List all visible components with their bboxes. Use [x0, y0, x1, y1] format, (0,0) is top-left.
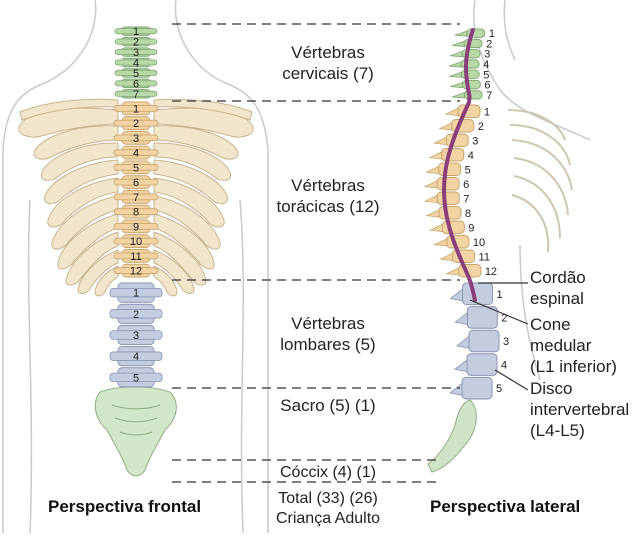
thoracic-number-frontal: 5 [133, 162, 139, 174]
thoracic-vertebra-frontal: 6 [114, 176, 158, 189]
thoracic-number-frontal: 9 [133, 221, 139, 233]
thoracic-number-frontal: 8 [133, 207, 139, 219]
thoracic-vertebra-lateral: 6 [425, 178, 469, 191]
lumbar-label-line2: lombares (5) [258, 334, 398, 355]
thoracic-number-lateral: 5 [465, 164, 471, 176]
thoracic-vertebra-frontal: 12 [114, 264, 158, 277]
lumbar-label: Vértebras lombares (5) [258, 313, 398, 355]
thoracic-number-lateral: 1 [484, 106, 490, 118]
thoracic-number-frontal: 10 [130, 236, 142, 248]
thoracic-vertebra-lateral: 5 [427, 163, 471, 176]
lumbar-vertebra-lateral: 2 [455, 307, 507, 329]
thoracic-number-lateral: 11 [479, 251, 490, 263]
cervical-label: Vértebras cervicais (7) [258, 42, 398, 84]
lateral-caption: Perspectiva lateral [430, 497, 580, 517]
thoracic-number-frontal: 6 [133, 177, 139, 189]
thoracic-number-frontal: 11 [130, 251, 141, 263]
thoracic-number-lateral: 4 [468, 150, 474, 162]
thoracic-vertebra-frontal: 5 [114, 161, 158, 174]
lumbar-vertebra-frontal: 5 [110, 368, 162, 387]
thoracic-vertebra-frontal: 7 [114, 191, 158, 204]
thoracic-vertebra-frontal: 9 [114, 220, 158, 233]
thoracic-vertebra-lateral: 8 [427, 207, 471, 220]
cervical-vertebra-frontal: 7 [115, 89, 157, 101]
conus-label: Cone medular (L1 inferior) [530, 314, 617, 377]
lumbar-number-lateral: 5 [496, 383, 502, 395]
disc-label: Disco intervertebral (L4-L5) [530, 378, 629, 441]
thoracic-number-lateral: 10 [473, 237, 485, 249]
frontal-caption: Perspectiva frontal [48, 497, 201, 517]
lumbar-number-lateral: 3 [503, 336, 509, 348]
thoracic-vertebra-frontal: 3 [114, 132, 158, 145]
thoracic-number-lateral: 7 [463, 193, 469, 205]
cervical-number-frontal: 7 [133, 89, 139, 101]
thoracic-number-frontal: 1 [133, 103, 139, 115]
thoracic-vertebra-lateral: 7 [425, 192, 469, 205]
lumbar-number-frontal: 3 [133, 330, 139, 342]
thoracic-vertebra-lateral: 12 [447, 265, 497, 278]
thoracic-vertebra-frontal: 4 [114, 146, 158, 159]
conus-label-line2: medular [530, 335, 617, 356]
thoracic-vertebra-lateral: 11 [441, 250, 490, 263]
cervical-label-line2: cervicais (7) [258, 63, 398, 84]
cervical-vertebra-lateral: 6 [450, 80, 490, 92]
disc-label-line1: Disco [530, 378, 629, 399]
thoracic-number-frontal: 3 [133, 133, 139, 145]
thoracic-vertebra-frontal: 10 [114, 235, 158, 248]
thoracic-number-lateral: 9 [468, 222, 474, 234]
lumbar-label-line1: Vértebras [258, 313, 398, 334]
lateral-ribs [508, 110, 572, 252]
spinal-cord-label-line2: espinal [530, 288, 586, 309]
disc-label-line3: (L4-L5) [530, 420, 629, 441]
thoracic-number-lateral: 8 [465, 208, 471, 220]
lumbar-vertebra-frontal: 2 [110, 304, 162, 323]
lumbar-number-lateral: 4 [501, 360, 507, 372]
thoracic-number-lateral: 2 [478, 121, 484, 133]
lumbar-vertebra-frontal: 3 [110, 325, 162, 344]
lateral-sacrum [428, 400, 476, 472]
lumbar-number-frontal: 1 [133, 288, 139, 300]
thoracic-vertebra-frontal: 2 [114, 117, 158, 130]
lumbar-vertebra-lateral: 1 [451, 283, 503, 305]
disc-label-line2: intervertebral [530, 399, 629, 420]
frontal-sacrum [95, 387, 176, 476]
coccyx-label: Cóccix (4) (1) [258, 462, 398, 483]
thoracic-label-line2: torácicas (12) [258, 196, 398, 217]
thoracic-vertebra-frontal: 11 [114, 250, 158, 263]
thoracic-number-frontal: 4 [133, 148, 139, 160]
thoracic-number-frontal: 12 [130, 266, 142, 278]
thoracic-label: Vértebras torácicas (12) [258, 175, 398, 217]
conus-label-line1: Cone [530, 314, 617, 335]
thoracic-label-line1: Vértebras [258, 175, 398, 196]
total-label-line1: Total (33) (26) [258, 489, 398, 509]
lumbar-vertebra-frontal: 1 [110, 283, 162, 302]
lumbar-vertebra-frontal: 4 [110, 347, 162, 366]
thoracic-vertebra-frontal: 1 [114, 102, 158, 115]
total-label: Total (33) (26) Criança Adulto [258, 489, 398, 529]
sacrum-label: Sacro (5) (1) [258, 395, 398, 416]
thoracic-number-lateral: 3 [472, 135, 478, 147]
lumbar-number-lateral: 1 [497, 289, 503, 301]
lumbar-number-frontal: 5 [133, 372, 139, 384]
thoracic-number-frontal: 2 [133, 118, 139, 130]
spinal-cord-label-line1: Cordão [530, 267, 586, 288]
conus-label-line3: (L1 inferior) [530, 356, 617, 377]
thoracic-number-lateral: 6 [463, 179, 469, 191]
lumbar-number-frontal: 4 [133, 351, 139, 363]
total-label-line2: Criança Adulto [258, 509, 398, 529]
thoracic-number-lateral: 12 [485, 266, 497, 278]
spinal-cord-label: Cordão espinal [530, 267, 586, 309]
cervical-label-line1: Vértebras [258, 42, 398, 63]
cervical-number-lateral: 7 [486, 90, 492, 102]
thoracic-vertebra-lateral: 10 [435, 236, 485, 249]
lumbar-number-frontal: 2 [133, 309, 139, 321]
thoracic-vertebra-frontal: 8 [114, 205, 158, 218]
thoracic-number-frontal: 7 [133, 192, 139, 204]
cervical-vertebra-lateral: 5 [449, 69, 489, 81]
lumbar-vertebra-lateral: 3 [457, 330, 509, 352]
cervical-vertebra-lateral: 7 [452, 90, 492, 102]
